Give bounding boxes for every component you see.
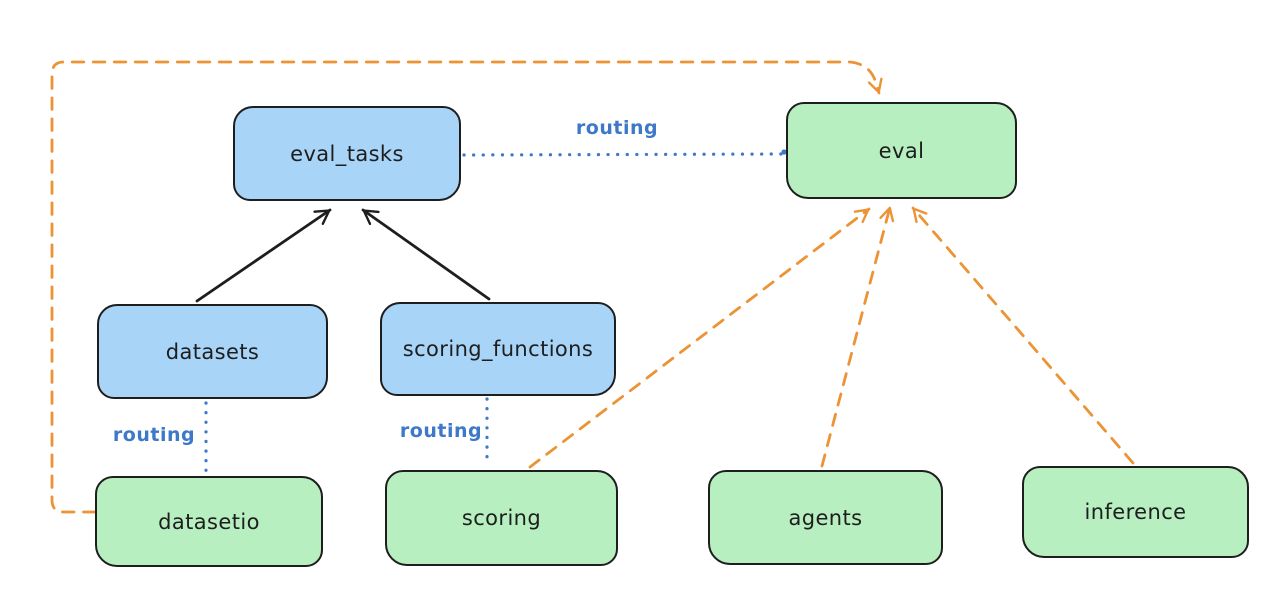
node-inference: inference [1022,466,1249,558]
edge-datasets-to-eval-tasks [195,208,332,303]
node-eval-tasks: eval_tasks [233,106,461,201]
node-datasetio: datasetio [95,476,323,567]
edge-inference-to-eval [911,206,1135,465]
node-scoring-functions: scoring_functions [380,302,616,396]
node-agents: agents [708,470,943,565]
node-agents-label: agents [788,505,863,530]
node-eval-tasks-label: eval_tasks [290,141,404,166]
edge-scoring-functions-to-eval-tasks [361,208,491,301]
edge-label-routing-datasets-datasetio: routing [112,424,196,446]
node-scoring-label: scoring [461,506,542,530]
edge-label-routing-scoring-functions-scoring: routing [399,420,483,442]
connection-dot [781,149,787,155]
node-inference-label: inference [1084,500,1187,524]
node-scoring: scoring [385,470,618,566]
node-datasets-label: datasets [165,339,260,364]
edge-label-routing-eval-tasks-eval: routing [575,117,659,139]
node-datasetio-label: datasetio [158,509,260,534]
node-eval: eval [786,102,1017,199]
edge-datasetio-to-eval [50,60,883,514]
edge-eval-tasks-to-eval-routing [462,152,783,157]
edge-agents-to-eval [820,205,895,468]
node-eval-label: eval [878,138,925,163]
node-datasets: datasets [97,304,328,399]
node-scoring-functions-label: scoring_functions [402,337,594,361]
edge-scoring-to-eval [528,207,871,469]
